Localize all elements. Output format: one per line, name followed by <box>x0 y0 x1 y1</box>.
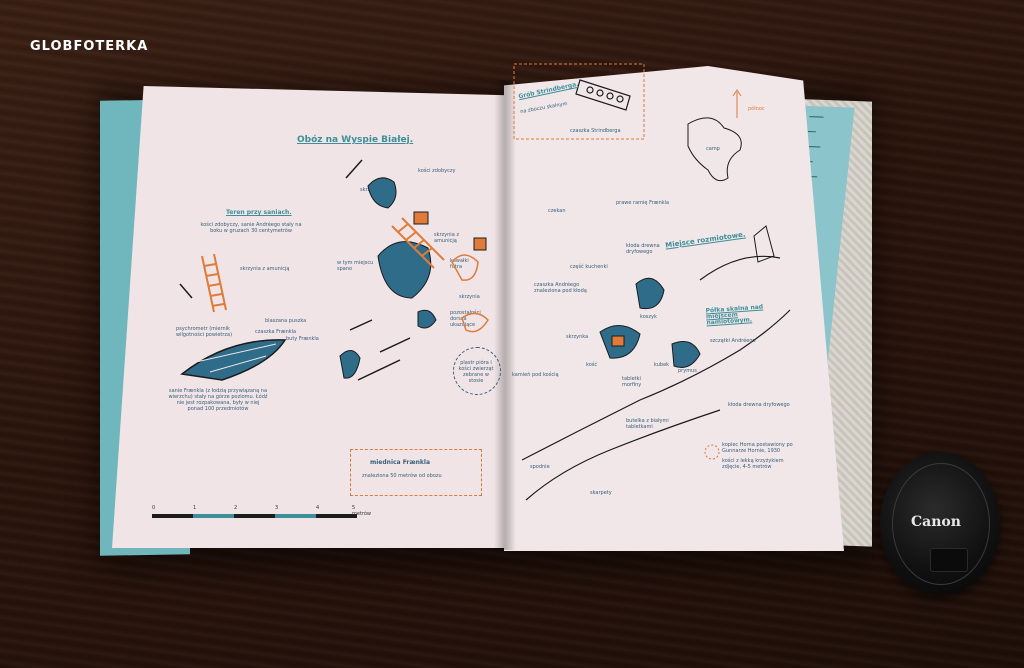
pants-label: spodnie <box>530 464 550 470</box>
cairn-marker-icon <box>704 444 720 460</box>
fur-figures <box>451 254 489 333</box>
ice-axe-label: czekan <box>548 208 566 214</box>
lens-cap-ring <box>892 463 990 585</box>
shelf-rocks <box>599 277 701 368</box>
left-page <box>112 86 507 548</box>
sledge-section-text: kości zdobyczy, sanie Andréego stały na … <box>200 222 302 234</box>
scale-mark: 0 <box>152 505 156 511</box>
bottle-label: butelka z białymi tabletkami <box>626 418 669 430</box>
fur-label: kawałki futra <box>450 258 469 270</box>
sledge-section-heading: Teren przy saniach. <box>226 209 292 216</box>
rocks-label: kamień pod kością <box>512 372 559 378</box>
camp-rocks <box>339 177 437 379</box>
feathers-dashed-circle <box>453 347 501 395</box>
boat-illustration <box>180 339 287 381</box>
watermark: GLOBFOTERKA <box>30 39 149 54</box>
scale-segment <box>275 514 316 518</box>
psychrometer-label: psychrometr (miernik wilgotności powietr… <box>176 326 233 338</box>
north-label: północ <box>748 106 765 112</box>
can-label: blaszana puszka <box>265 318 307 324</box>
scale-mark: 2 <box>234 505 238 511</box>
cairn-note-bottom: kości z lekką krzyżykiem zdjęcie, 4-5 me… <box>722 458 784 470</box>
scale-segment <box>234 514 275 518</box>
remains-label: szczątki Andréego <box>710 338 756 344</box>
tablets-label: tabletki morfiny <box>622 376 642 388</box>
driftwood-label: kłoda drewna dryfowego <box>626 243 660 255</box>
scale-mark: 1 <box>193 505 197 511</box>
scale-mark: 3 <box>275 505 279 511</box>
tent-frame-icon <box>753 225 775 263</box>
sail-label: prawe ramię Frænkla <box>616 200 670 206</box>
socks-label: skarpety <box>590 490 612 496</box>
scale-segment <box>316 514 357 518</box>
debris-sticks <box>179 159 411 381</box>
island-outline <box>687 117 742 182</box>
driftwood2-label: kłoda drewna dryfowego <box>728 402 790 408</box>
camp-sleep-note: w tym miejscu spano <box>337 260 374 272</box>
basin-title: miednica Frænkla <box>370 459 431 466</box>
island-label: camp <box>706 146 720 152</box>
camp-ladder <box>391 217 445 269</box>
scale-segment <box>193 514 234 518</box>
scale-mark: 4 <box>316 505 320 511</box>
kettle-label: część kuchenki <box>570 264 608 270</box>
basin-text: znaleziona 50 metrów od obozu <box>362 473 442 479</box>
skull-frankel-label: czaszka Frænkla <box>255 329 297 335</box>
scale-bar: 0 1 2 3 4 5 metrów <box>152 505 371 518</box>
bones-label: kości zdobyczy <box>418 168 456 174</box>
basket-label: koszyk <box>640 314 657 320</box>
ladder-illustration <box>201 253 227 313</box>
bone-label: kość <box>586 362 598 368</box>
book-gutter <box>494 80 516 550</box>
strindberg-dashed-box <box>513 63 645 140</box>
fox-label: pozostałości dorsza ukazujące <box>450 310 481 328</box>
scale-mark: 5 metrów <box>352 505 372 517</box>
ammo-box-camp-label: skrzynia z amunicją <box>434 232 459 244</box>
cup-label: kubek <box>654 362 670 368</box>
cairn-note: kopiec Horna postawiony po Gunnarze Horn… <box>722 442 793 454</box>
strindberg-skull-label: czaszka Strindberga <box>570 128 621 134</box>
orange-boxes <box>413 211 487 251</box>
box-label-right: skrzynka <box>566 334 589 340</box>
primus-label: prymus <box>678 368 697 374</box>
feathers-note: plastr pióra i kości zwierząt zebrane w … <box>458 360 494 384</box>
strindberg-grave <box>575 79 631 111</box>
box-camp-label: skrzynia <box>459 294 480 300</box>
north-arrow <box>732 89 742 118</box>
lens-cap-clip <box>930 548 968 572</box>
orange-crate-right <box>611 335 625 347</box>
scale-segment <box>152 514 193 518</box>
ammo-box-label: skrzynia z amunicją <box>240 266 290 272</box>
andree-skull-label: czaszka Andréego znaleziona pod kłodą <box>534 282 587 294</box>
lens-cap-brand: Canon <box>911 514 961 530</box>
boots-frankel-label: buty Frænkla <box>286 336 319 342</box>
basin-dashed-box <box>350 449 482 496</box>
right-page <box>504 66 844 551</box>
sledge-caption: sanie Frænkla (z łodzią przywiązaną na w… <box>168 388 268 412</box>
left-page-title: Obóz na Wyspie Białej. <box>297 135 414 145</box>
